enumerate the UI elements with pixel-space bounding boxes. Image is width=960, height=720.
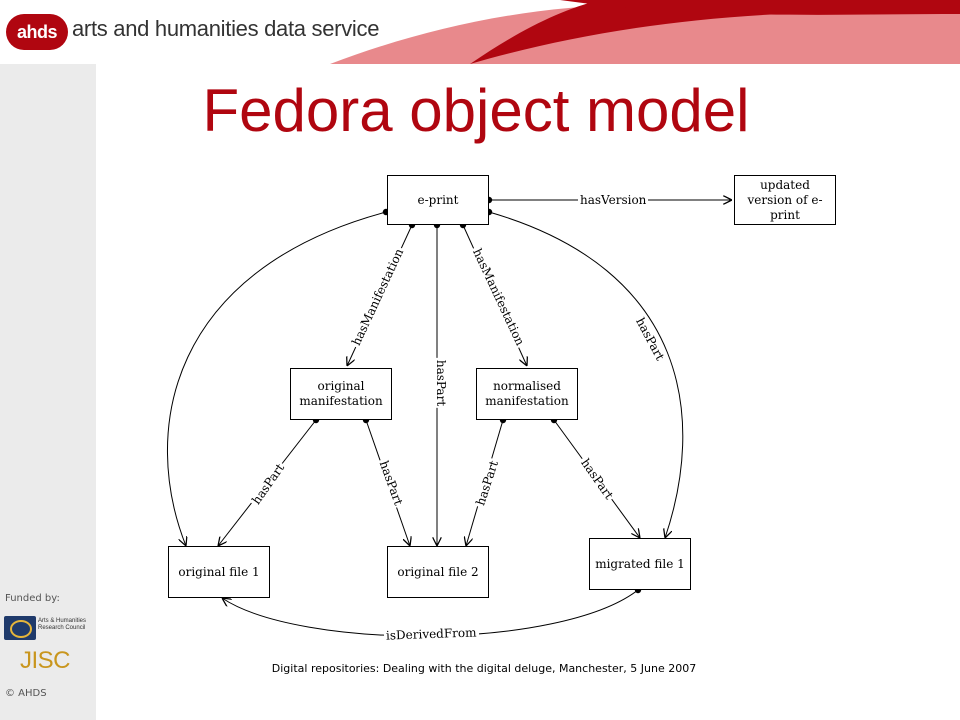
funded-by-label: Funded by:	[5, 593, 60, 604]
slide-footer: Digital repositories: Dealing with the d…	[96, 662, 960, 675]
slide-title: Fedora object model	[96, 76, 960, 145]
ahrc-emblem-icon	[4, 616, 36, 640]
edge-has-part-outer-right	[488, 211, 684, 538]
ahrc-logo-text: Arts & Humanities Research Council	[38, 618, 87, 631]
node-eprint: e-print	[387, 175, 489, 225]
ahrc-logo: Arts & Humanities Research Council	[4, 616, 94, 642]
header-swoosh	[330, 0, 960, 64]
label-has-part-center: hasPart	[434, 357, 449, 409]
copyright-notice: © AHDS	[5, 688, 47, 699]
node-normalised-manifestation: normalised manifestation	[476, 368, 578, 420]
label-has-version: hasVersion	[578, 193, 649, 207]
slide-footer-text: Digital repositories: Dealing with the d…	[271, 662, 697, 675]
edge-has-part-outer-left	[166, 211, 387, 546]
left-sidebar	[0, 64, 96, 720]
jisc-logo: JISC	[20, 647, 71, 674]
slide-title-text: Fedora object model	[202, 77, 750, 144]
node-migrated-file-1: migrated file 1	[589, 538, 691, 590]
node-original-manifestation: original manifestation	[290, 368, 392, 420]
node-original-file-1: original file 1	[168, 546, 270, 598]
ahds-logo-text: arts and humanities data service	[72, 16, 380, 41]
ahds-logo[interactable]: ahds	[6, 14, 68, 50]
node-updated-version: updated version of e-print	[734, 175, 836, 225]
header-banner: ahds arts and humanities data service	[0, 0, 960, 64]
node-original-file-2: original file 2	[387, 546, 489, 598]
